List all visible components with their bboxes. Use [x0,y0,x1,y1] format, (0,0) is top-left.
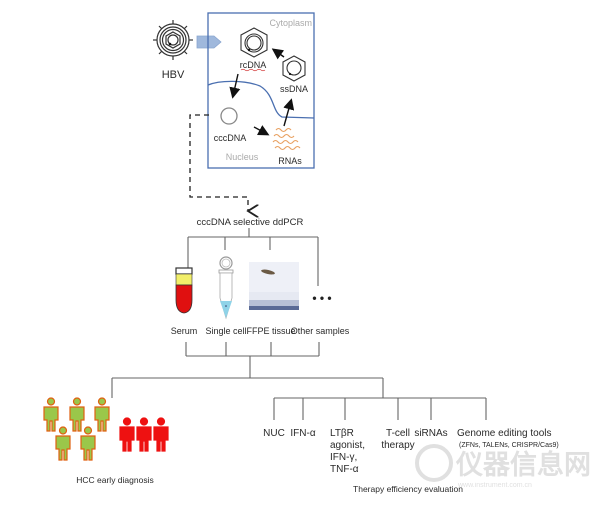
patient-healthy-icon [43,397,59,432]
cell-membrane [207,12,315,169]
hcc-diagnosis-label: HCC early diagnosis [76,475,153,485]
arrow-ssdna-to-rcdna [271,48,285,60]
patient-hcc-icon [153,417,169,452]
ssdna-capsid-icon [282,55,306,82]
rcdna-capsid-icon [240,27,268,58]
patients-icon-group [43,397,169,461]
sample-label-serum: Serum [171,326,198,336]
watermark-logo-icon [415,444,453,482]
therapy-item-label: therapy [381,440,414,451]
therapy-evaluation-label: Therapy efficiency evaluation [353,484,463,494]
rnas-label: RNAs [278,156,302,166]
hbv-virus-icon [153,20,193,60]
therapy-item-label: agonist, [330,440,365,451]
therapy-item-label: IFN-α [290,428,315,439]
therapy-item-label: siRNAs [414,428,447,439]
therapy-item-sublabel: (ZFNs, TALENs, CRISPR/Cas9) [459,442,559,449]
hbv-label: HBV [162,69,185,81]
cytoplasm-label: Cytoplasm [269,18,312,28]
ellipsis-icon: • • • [312,291,331,305]
patient-healthy-icon [80,426,96,461]
patient-healthy-icon [69,397,85,432]
nuclear-membrane [207,80,315,119]
therapy-item-label: TNF-α [330,464,359,475]
arrow-cccdna-to-rnas [253,125,270,136]
samples-bracket [187,228,319,286]
arrow-rcdna-to-cccdna [229,73,241,99]
therapy-item-label: NUC [263,428,285,439]
ssdna-label: ssDNA [280,84,308,94]
nucleus-label: Nucleus [226,152,259,162]
applications-bracket [111,342,487,420]
tissue-block-icon [249,262,299,310]
therapy-item-label: T-cell [386,428,410,439]
watermark: 仪器信息网 www.instrument.com.cn [415,444,591,489]
spellcheck-underline [240,68,266,72]
entry-arrow-icon [196,35,222,49]
method-label: cccDNA selective ddPCR [197,217,304,228]
therapy-item-label: IFN-γ, [330,452,357,463]
watermark-url: www.instrument.com.cn [457,482,532,489]
sample-label-single-cell: Single cell [205,326,246,336]
blood-tube-icon [175,267,193,314]
patient-hcc-icon [119,417,135,452]
cccdna-label: cccDNA [214,133,247,143]
patient-healthy-icon [94,397,110,432]
sample-label-ffpe: FFPE tissue [246,326,295,336]
microtube-icon [218,256,234,320]
rcdna-label: rcDNA [240,60,267,70]
rnas-icon [272,127,301,151]
sample-label-other: Other samples [291,326,350,336]
cccdna-icon [220,107,238,125]
therapy-item-label: Genome editing tools [457,428,552,439]
therapy-item-label: LTβR [330,428,354,439]
arrow-rnas-to-ssdna [283,98,295,127]
patient-hcc-icon [136,417,152,452]
watermark-text: 仪器信息网 [455,449,591,480]
patient-healthy-icon [55,426,71,461]
dashed-connector-arrow [189,114,248,211]
